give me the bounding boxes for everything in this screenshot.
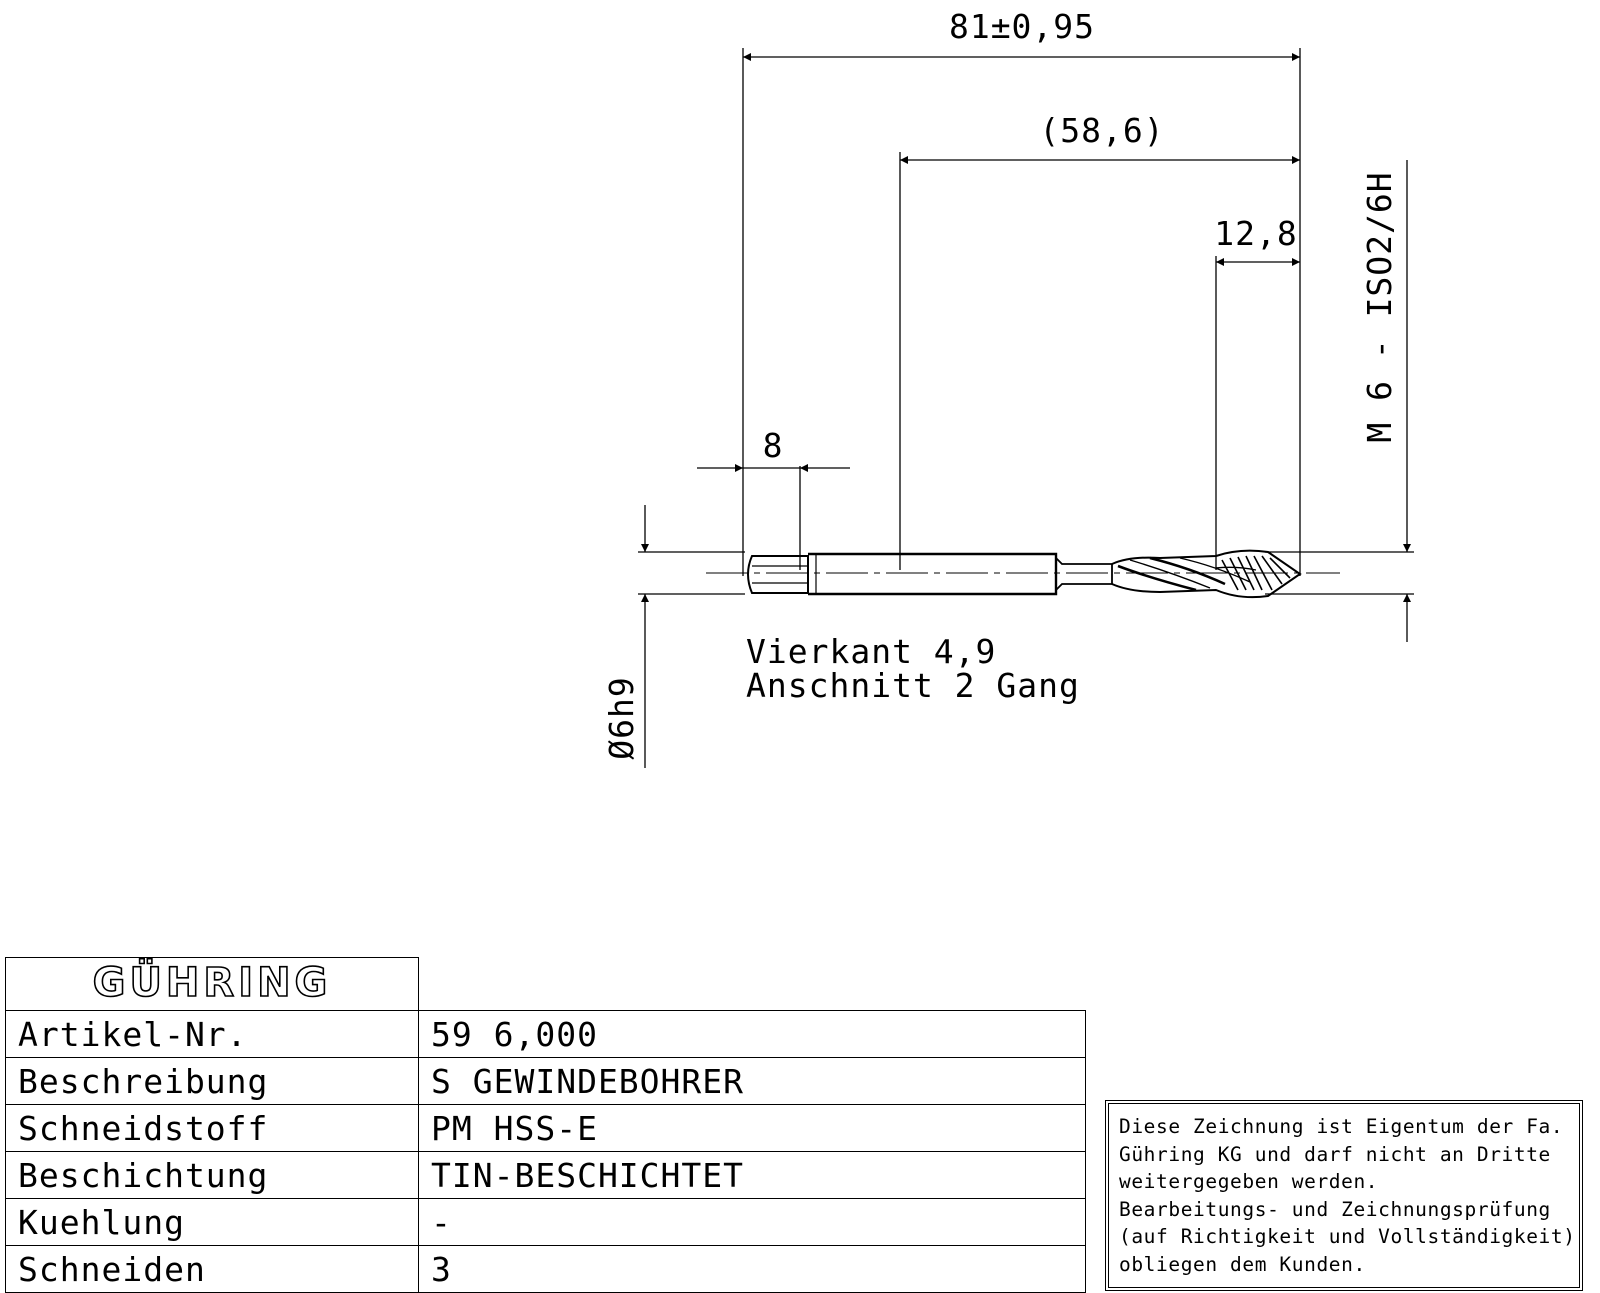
row-label: Schneiden: [5, 1245, 419, 1293]
disclaimer-text: Diese Zeichnung ist Eigentum der Fa. Gühr…: [1108, 1103, 1580, 1288]
table-row: Kuehlung -: [5, 1198, 1086, 1246]
dim-square-length: 8: [763, 426, 784, 465]
table-row: Beschichtung TIN-BESCHICHTET: [5, 1151, 1086, 1199]
guehring-logo: GÜHRING: [92, 957, 332, 1007]
flute-section: [1111, 549, 1302, 599]
disclaimer-line: Diese Zeichnung ist Eigentum der Fa.: [1119, 1115, 1564, 1138]
table-row: Beschreibung S GEWINDEBOHRER: [5, 1057, 1086, 1105]
dim-overall-length: 81±0,95: [949, 7, 1095, 46]
square-drive: [747, 555, 809, 594]
dim-shank-diameter: Ø6h9: [602, 676, 641, 759]
row-label: Beschreibung: [5, 1057, 419, 1105]
disclaimer-line: Gühring KG und darf nicht an Dritte: [1119, 1142, 1551, 1166]
note-chamfer: Anschnitt 2 Gang: [746, 666, 1080, 705]
dim-thread-spec: M 6 - ISO2/6H: [1360, 171, 1399, 442]
dim-thread-length: 12,8: [1214, 214, 1297, 253]
row-label: Artikel-Nr.: [5, 1010, 419, 1058]
row-value: S GEWINDEBOHRER: [418, 1057, 1086, 1105]
title-block: GÜHRING Artikel-Nr. 59 6,000 Beschreibun…: [5, 957, 1086, 1293]
row-label: Schneidstoff: [5, 1104, 419, 1152]
disclaimer-line: Bearbeitungs- und Zeichnungsprüfung: [1119, 1197, 1551, 1221]
row-label: Kuehlung: [5, 1198, 419, 1246]
logo-row-empty: [419, 958, 1086, 1011]
tap-tool: [747, 549, 1302, 599]
row-value: PM HSS-E: [418, 1104, 1086, 1152]
logo-cell: GÜHRING: [5, 957, 419, 1011]
neck: [1055, 557, 1113, 591]
row-value: -: [418, 1198, 1086, 1246]
note-square: Vierkant 4,9: [746, 632, 996, 671]
disclaimer-line: (auf Richtigkeit und Vollständigkeit): [1119, 1225, 1576, 1248]
table-row: Schneidstoff PM HSS-E: [5, 1104, 1086, 1152]
disclaimer-line: weitergegeben werden.: [1119, 1170, 1379, 1193]
row-value: 3: [418, 1245, 1086, 1293]
table-row: Artikel-Nr. 59 6,000: [5, 1010, 1086, 1058]
table-row: Schneiden 3: [5, 1245, 1086, 1293]
logo-text: GÜHRING: [93, 958, 332, 1002]
disclaimer-line: obliegen dem Kunden.: [1119, 1252, 1366, 1276]
disclaimer-box: Diese Zeichnung ist Eigentum der Fa. Gühr…: [1105, 1100, 1583, 1291]
row-label: Beschichtung: [5, 1151, 419, 1199]
row-value: 59 6,000: [418, 1010, 1086, 1058]
dim-shank-to-tip: (58,6): [1039, 111, 1164, 150]
shank: [808, 552, 1058, 596]
row-value: TIN-BESCHICHTET: [418, 1151, 1086, 1199]
logo-row: GÜHRING: [5, 957, 1086, 1011]
